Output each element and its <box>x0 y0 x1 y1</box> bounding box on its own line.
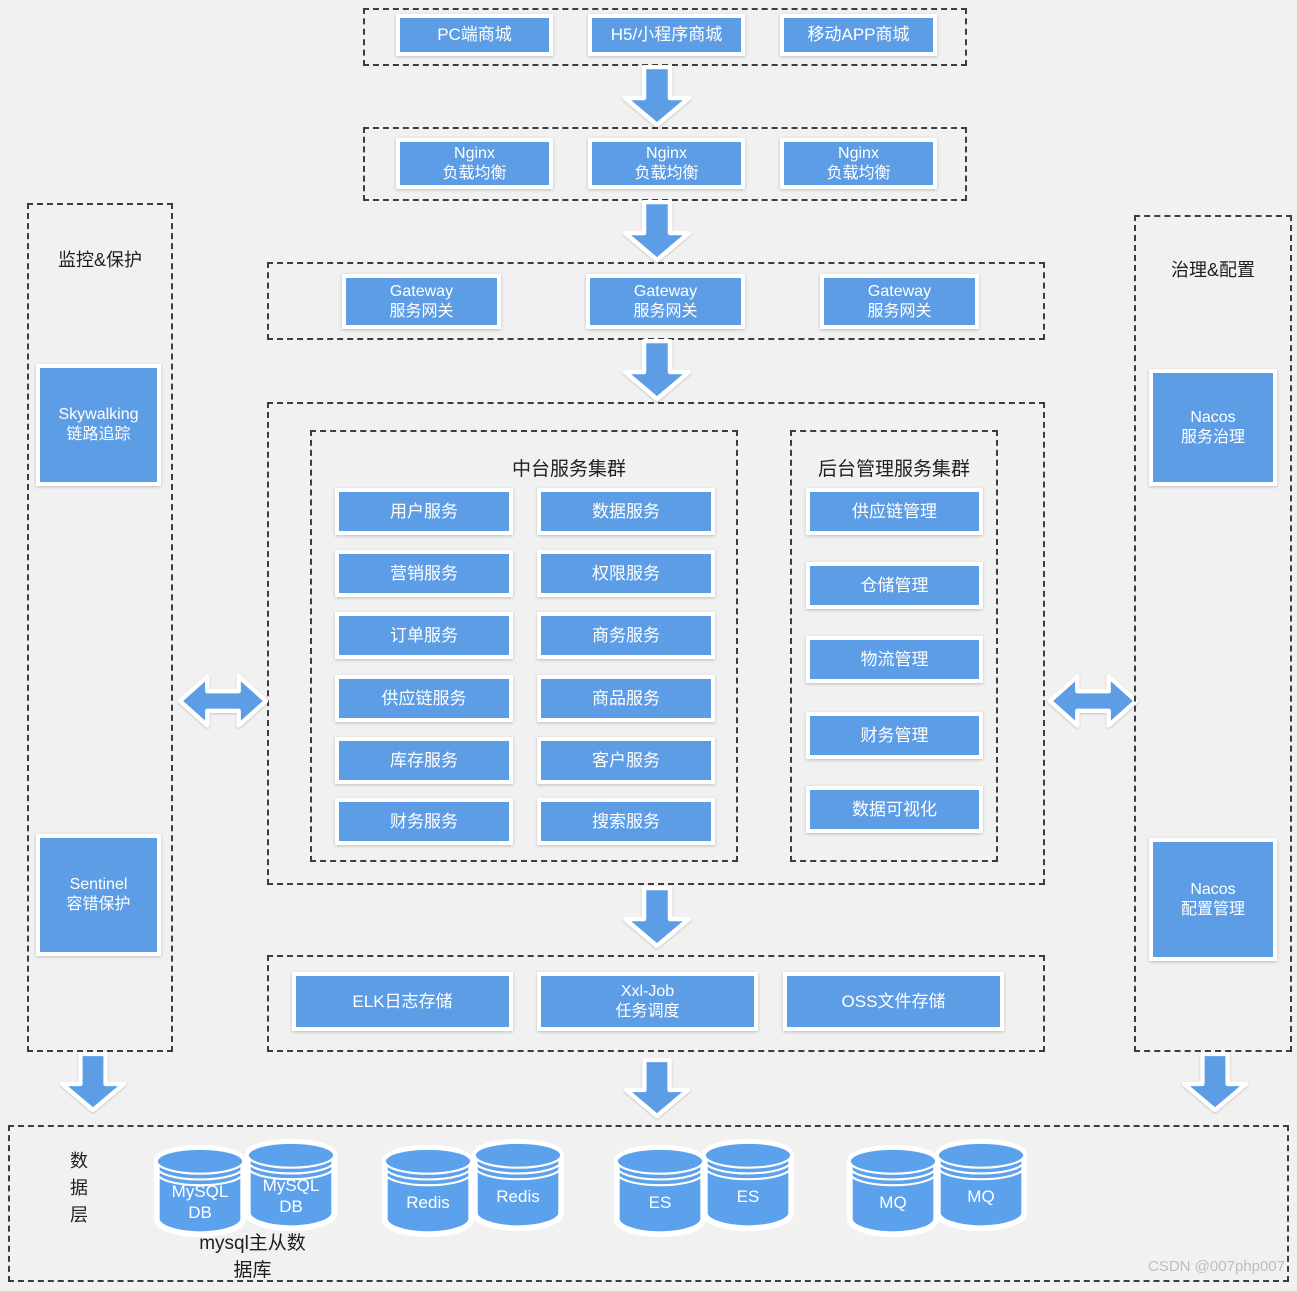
arrow-down-icon <box>57 1052 129 1112</box>
node-nginx-lb: Nginx 负载均衡 <box>588 138 745 189</box>
node-nacos-config: Nacos 配置管理 <box>1149 838 1277 961</box>
arrow-down-icon <box>621 886 693 948</box>
admin-node: 财务管理 <box>806 712 983 759</box>
admin-node: 供应链管理 <box>806 488 983 535</box>
node-nacos-governance: Nacos 服务治理 <box>1149 369 1277 486</box>
database-icon: Redis <box>380 1143 476 1239</box>
service-node: 供应链服务 <box>335 675 513 722</box>
database-label: Redis <box>406 1192 450 1212</box>
mysql-replication-note: mysql主从数 据库 <box>199 1233 306 1281</box>
admin-node: 仓储管理 <box>806 562 983 609</box>
backend-cluster-title: 后台管理服务集群 <box>817 459 970 480</box>
center-cluster-panel <box>310 430 738 862</box>
node-mobile-app-mall: 移动APP商城 <box>780 14 937 56</box>
infra-row-panel <box>267 955 1045 1052</box>
database-label: MySQL DB <box>171 1182 229 1222</box>
data-layer-panel <box>8 1125 1289 1282</box>
database-label: MySQL DB <box>262 1176 320 1216</box>
service-node: 营销服务 <box>335 550 513 597</box>
database-icon: MQ <box>933 1137 1029 1233</box>
database-label: MQ <box>879 1192 907 1212</box>
database-label: Redis <box>496 1186 540 1206</box>
service-node: 搜索服务 <box>537 798 715 845</box>
database-icon: MySQL DB <box>243 1137 339 1233</box>
node-h5-mini-mall: H5/小程序商城 <box>588 14 745 56</box>
center-cluster-title: 中台服务集群 <box>512 459 627 480</box>
admin-node: 物流管理 <box>806 636 983 683</box>
arrow-double-horizontal-icon <box>176 667 270 735</box>
node-xxljob: Xxl-Job 任务调度 <box>537 972 758 1031</box>
service-node: 库存服务 <box>335 737 513 784</box>
database-icon: Redis <box>470 1137 566 1233</box>
node-gateway: Gateway 服务网关 <box>820 274 979 329</box>
database-icon: MySQL DB <box>152 1143 248 1239</box>
backend-cluster-panel <box>790 430 998 862</box>
arrow-down-icon <box>621 200 693 262</box>
monitoring-panel <box>27 203 173 1052</box>
node-elk: ELK日志存储 <box>292 972 513 1031</box>
service-node: 订单服务 <box>335 612 513 659</box>
node-gateway: Gateway 服务网关 <box>342 274 501 329</box>
arrow-down-icon <box>621 1058 693 1118</box>
service-area-panel <box>267 402 1045 885</box>
watermark-text: CSDN @007php007 <box>1148 1258 1285 1275</box>
admin-node: 数据可视化 <box>806 786 983 833</box>
arrow-down-icon <box>621 65 693 127</box>
database-label: ES <box>736 1186 760 1206</box>
node-oss: OSS文件存储 <box>783 972 1004 1031</box>
node-sentinel: Sentinel 容错保护 <box>36 834 161 956</box>
arrow-down-icon <box>1179 1052 1251 1112</box>
service-node: 用户服务 <box>335 488 513 535</box>
governance-panel <box>1134 215 1292 1052</box>
node-gateway: Gateway 服务网关 <box>586 274 745 329</box>
node-nginx-lb: Nginx 负载均衡 <box>396 138 553 189</box>
node-pc-mall: PC端商城 <box>396 14 553 56</box>
monitoring-panel-title: 监控&保护 <box>57 250 142 270</box>
service-node: 财务服务 <box>335 798 513 845</box>
data-layer-title: 数据层 <box>70 1151 88 1225</box>
database-label: ES <box>648 1192 672 1212</box>
database-icon: ES <box>700 1137 796 1233</box>
service-node: 权限服务 <box>537 550 715 597</box>
database-icon: ES <box>612 1143 708 1239</box>
service-node: 数据服务 <box>537 488 715 535</box>
node-nginx-lb: Nginx 负载均衡 <box>780 138 937 189</box>
governance-panel-title: 治理&配置 <box>1170 260 1255 280</box>
service-node: 商品服务 <box>537 675 715 722</box>
database-icon: MQ <box>845 1143 941 1239</box>
arrow-down-icon <box>621 339 693 401</box>
database-label: MQ <box>967 1186 995 1206</box>
node-skywalking: Skywalking 链路追踪 <box>36 364 161 486</box>
arrow-double-horizontal-icon <box>1046 667 1140 735</box>
service-node: 客户服务 <box>537 737 715 784</box>
service-node: 商务服务 <box>537 612 715 659</box>
